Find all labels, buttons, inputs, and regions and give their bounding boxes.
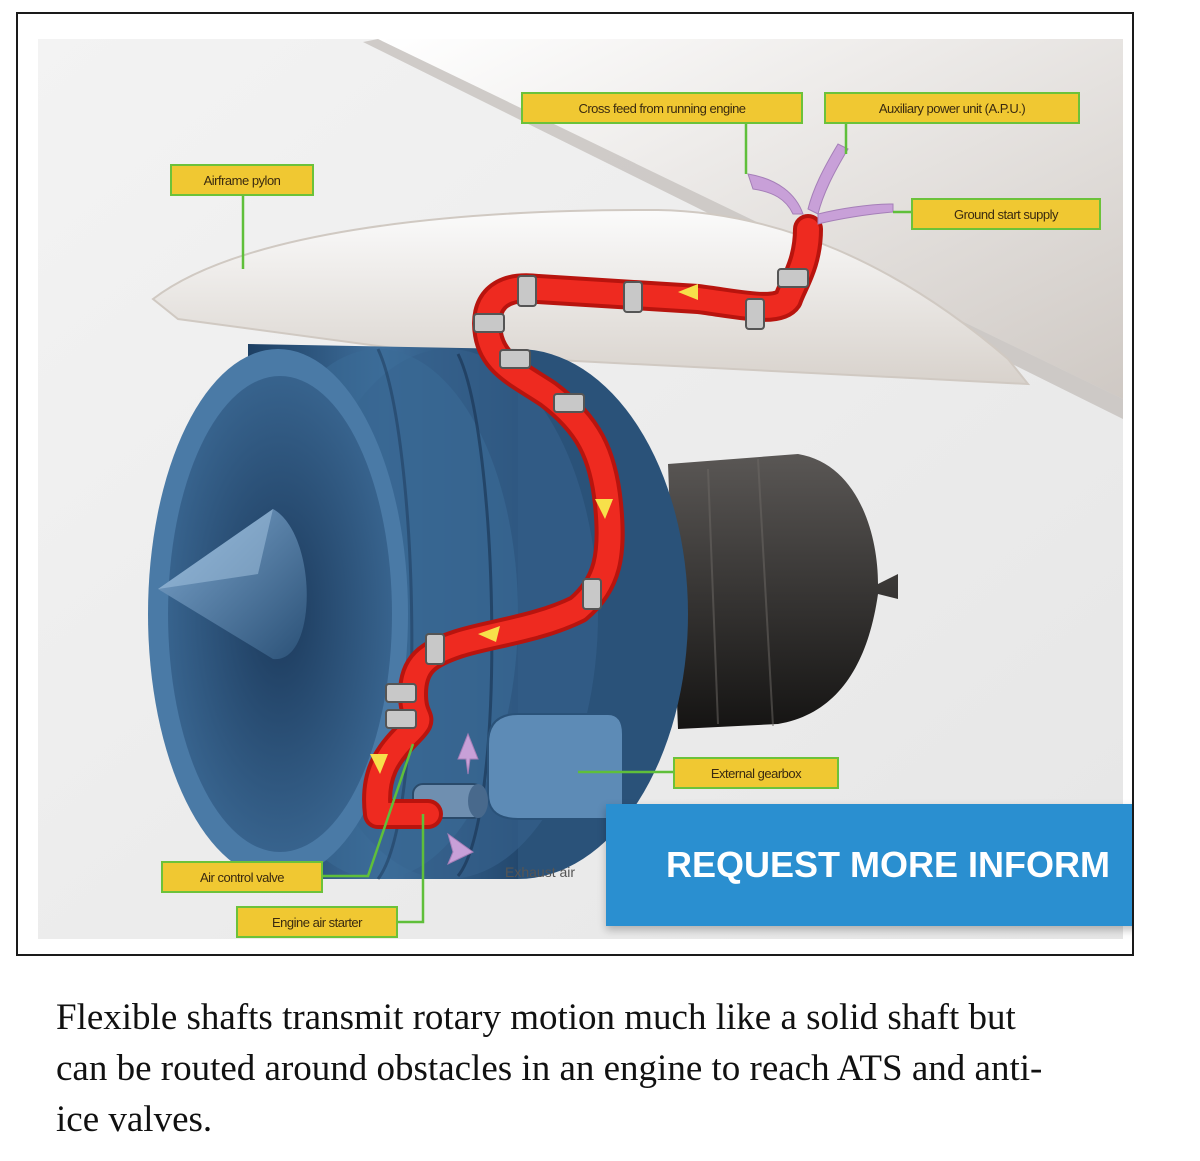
exhaust-air-label: Exhaust air: [505, 864, 576, 880]
air-duct: [362, 214, 823, 829]
cross-feed-label: Cross feed from running engine: [521, 92, 803, 124]
callout-lines: [241, 124, 913, 924]
external-gearbox: [487, 713, 624, 820]
air-control-valve-label: Air control valve: [161, 861, 323, 893]
engine-air-starter-label: Engine air starter: [236, 906, 398, 938]
exhaust-nozzle: [668, 454, 898, 729]
request-info-label: REQUEST MORE INFORM: [666, 844, 1111, 885]
external-gearbox-label: External gearbox: [673, 757, 839, 789]
figure-frame: Cross feed from running engine Auxiliary…: [16, 12, 1134, 956]
airflow-arrows: [447, 143, 894, 866]
engine-start-diagram: [38, 39, 1123, 939]
ground-start-label: Ground start supply: [911, 198, 1101, 230]
request-info-button[interactable]: REQUEST MORE INFORM: [606, 804, 1132, 926]
airframe-pylon-label: Airframe pylon: [170, 164, 314, 196]
apu-label: Auxiliary power unit (A.P.U.): [824, 92, 1080, 124]
figure-caption: Flexible shafts transmit rotary motion m…: [56, 997, 1043, 1140]
